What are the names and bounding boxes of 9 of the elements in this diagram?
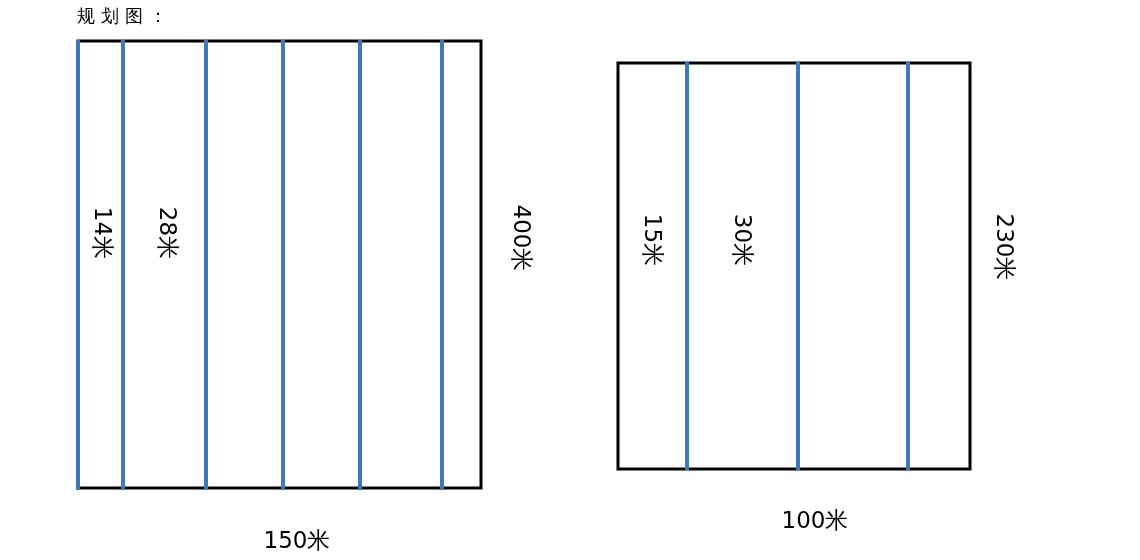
dimension-label: 230米 bbox=[992, 213, 1018, 281]
dimension-label: 28米 bbox=[155, 206, 181, 260]
dimension-label: 100米 bbox=[781, 507, 849, 533]
title: 规划图： bbox=[77, 4, 173, 28]
dimension-label: 14米 bbox=[90, 206, 116, 260]
dimension-label: 150米 bbox=[263, 527, 331, 553]
dimension-label: 400米 bbox=[509, 204, 535, 272]
dimension-label: 30米 bbox=[730, 213, 756, 267]
dimension-label: 15米 bbox=[640, 213, 666, 267]
